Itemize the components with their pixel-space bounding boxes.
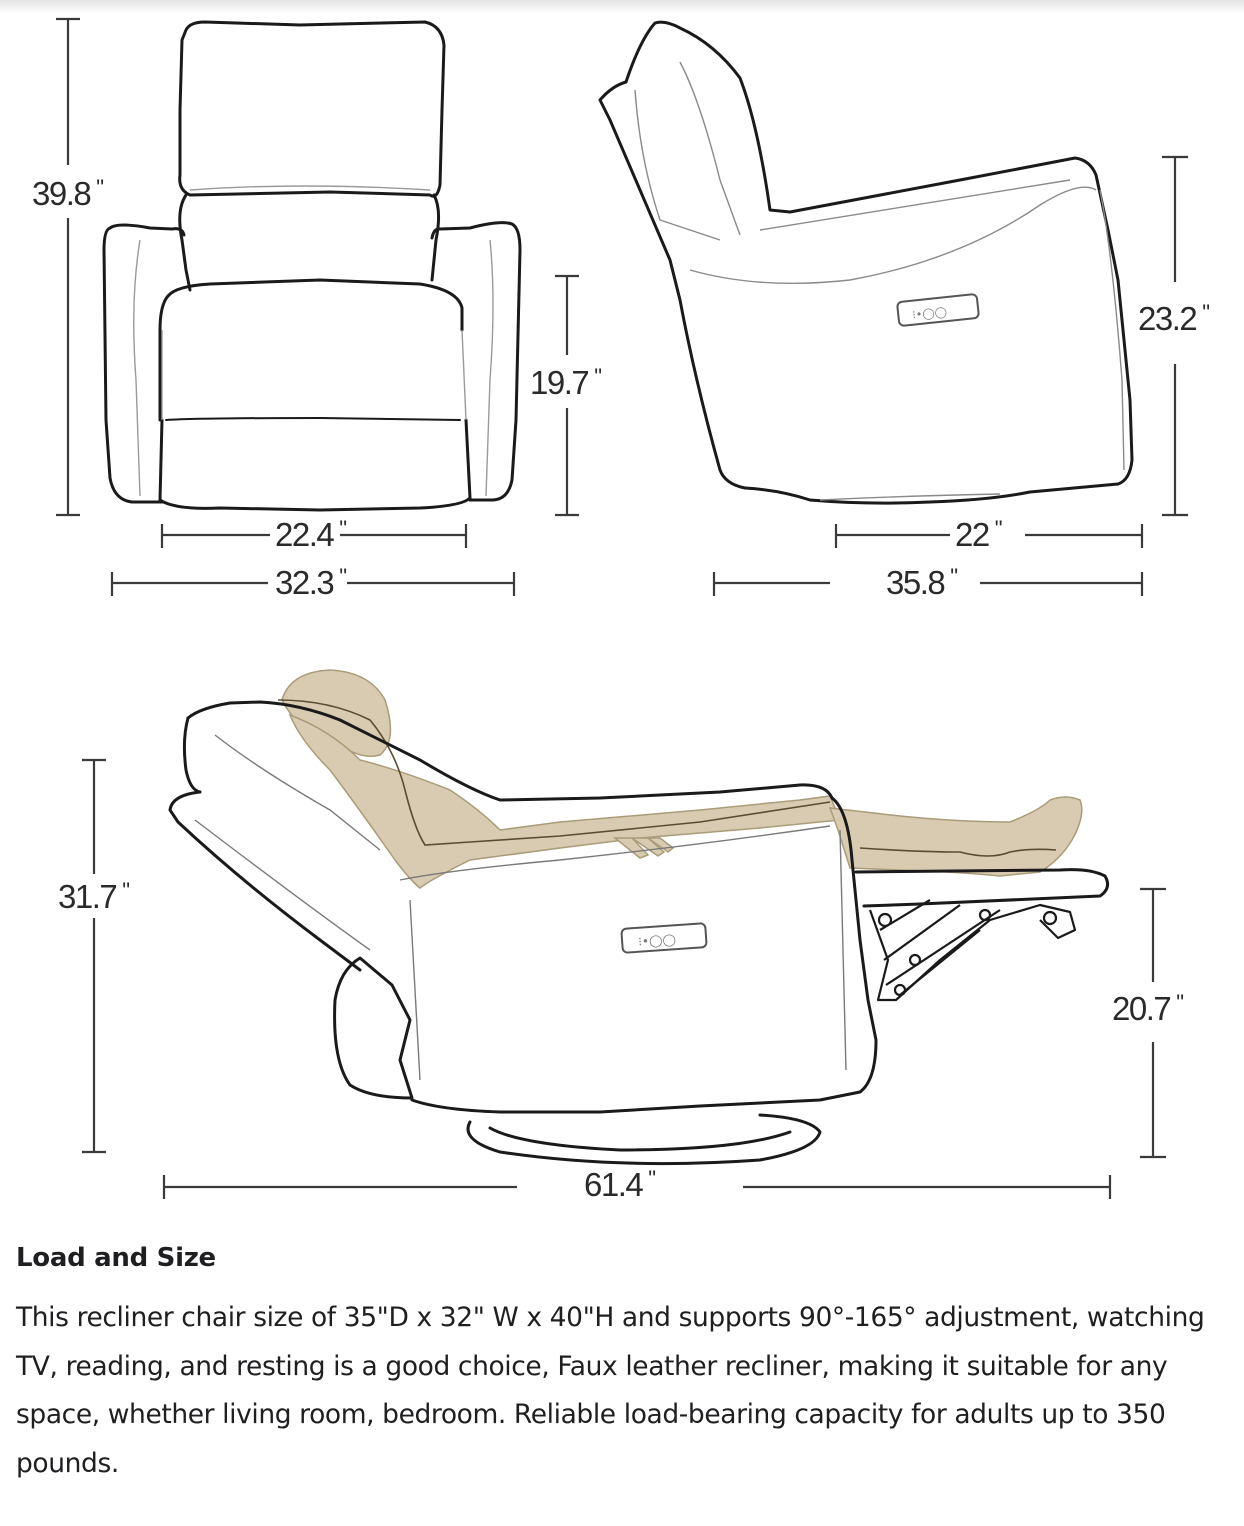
- dimension-diagram: ⁝•◯◯: [32, 17, 1211, 1203]
- dim-label-arm-height: 23.2": [1138, 300, 1211, 337]
- reclined-figure-outline: [277, 699, 1057, 857]
- reclined-detail-lines: [194, 734, 847, 1081]
- side-dimension-lines: [712, 155, 1188, 596]
- side-power-button-panel: ⁝•◯◯: [896, 293, 980, 327]
- footrest-mechanism: [868, 899, 1077, 1002]
- inch-mark: ": [122, 878, 131, 903]
- reclined-dimension-lines: [82, 758, 1166, 1199]
- reclined-power-button-panel: ⁝•◯◯: [620, 922, 708, 954]
- reclined-chair: [168, 700, 1110, 1166]
- dim-label-seat-depth: 22": [955, 518, 1003, 551]
- dim-value: 20.7: [1112, 990, 1172, 1027]
- dim-value: 31.7: [58, 878, 118, 915]
- front-view-chair: [102, 20, 522, 512]
- dim-label-footrest-height: 20.7": [1112, 990, 1185, 1027]
- chair-drawings: ⁝•◯◯: [56, 17, 1188, 1199]
- front-view-detail-lines: [133, 185, 494, 497]
- front-dimension-lines: [56, 17, 579, 596]
- dim-label-reclined-height: 31.7": [58, 878, 131, 915]
- dim-value: 23.2: [1138, 300, 1198, 337]
- section-heading: Load and Size: [16, 1243, 216, 1273]
- side-view-chair: [598, 20, 1134, 505]
- dim-value: 35.8: [886, 564, 946, 601]
- dim-value: 39.8: [32, 175, 92, 212]
- inch-mark: ": [648, 1166, 657, 1191]
- section-body: This recliner chair size of 35"D x 32" W…: [16, 1302, 1205, 1479]
- dim-label-overall-height: 39.8": [32, 175, 105, 212]
- dim-label-overall-width: 32.3": [275, 564, 348, 601]
- svg-text:⁝•◯◯: ⁝•◯◯: [912, 305, 948, 322]
- inch-mark: ": [1202, 300, 1211, 325]
- dim-label-reclined-length: 61.4": [584, 1166, 657, 1203]
- top-edge-shadow: [0, 0, 1244, 14]
- dim-label-seat-height: 19.7": [530, 364, 603, 401]
- dim-label-seat-width: 22.4": [275, 516, 348, 553]
- inch-mark: ": [1176, 990, 1185, 1015]
- load-and-size-section: Load and Size This recliner chair size o…: [16, 1236, 1226, 1488]
- dim-value: 61.4: [584, 1166, 644, 1203]
- side-view-detail-lines: [634, 61, 1125, 501]
- dim-value: 22: [955, 516, 990, 553]
- inch-mark: ": [339, 564, 348, 589]
- inch-mark: ": [994, 516, 1003, 541]
- svg-text:⁝•◯◯: ⁝•◯◯: [638, 932, 677, 949]
- dim-value: 22.4: [275, 516, 335, 553]
- dim-value: 32.3: [275, 564, 335, 601]
- dim-label-overall-depth: 35.8": [886, 564, 959, 601]
- inch-mark: ": [96, 175, 105, 200]
- dim-value: 19.7: [530, 364, 590, 401]
- inch-mark: ": [950, 564, 959, 589]
- inch-mark: ": [594, 364, 603, 389]
- inch-mark: ": [339, 516, 348, 541]
